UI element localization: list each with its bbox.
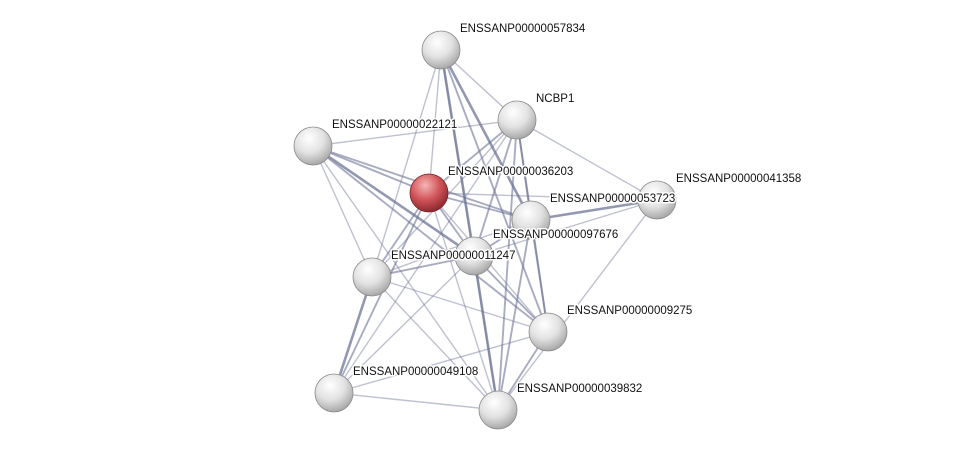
edge-n97676-n49108[interactable] xyxy=(333,255,475,394)
edge-n9275-n49108[interactable] xyxy=(333,331,549,394)
edge-n41358-n53723[interactable] xyxy=(530,198,658,222)
edge-ncbp1-n41358[interactable] xyxy=(516,119,658,201)
edge-n57834-n97676[interactable] xyxy=(439,49,476,257)
node-label: ENSSANP00000057834 xyxy=(460,23,586,35)
edge-n1247-n9275[interactable] xyxy=(371,276,549,333)
edge-n22121-n1247[interactable] xyxy=(312,145,373,278)
edge-n97676-n39832[interactable] xyxy=(472,255,500,411)
protein-node[interactable] xyxy=(478,390,518,430)
labels-layer: ENSSANP00000057834NCBP1ENSSANP0000002212… xyxy=(331,22,803,397)
edge-n41358-n97676[interactable] xyxy=(473,199,658,257)
edge-n49108-n39832[interactable] xyxy=(333,392,499,411)
node-label: ENSSANP00000049108 xyxy=(353,366,478,378)
node-label: ENSSANP00000036203 xyxy=(448,166,573,178)
node-label: ENSSANP00000011247 xyxy=(391,250,515,262)
edge-n22121-n9275[interactable] xyxy=(312,145,549,333)
edge-n41358-n39832[interactable] xyxy=(497,199,658,411)
edge-n36203-n39832[interactable] xyxy=(428,192,499,411)
edge-n57834-n36203[interactable] xyxy=(428,49,442,194)
edge-n57834-n1247[interactable] xyxy=(371,49,442,278)
protein-node[interactable] xyxy=(497,100,537,140)
protein-node[interactable] xyxy=(314,373,354,413)
protein-node[interactable] xyxy=(637,180,677,220)
edge-n1247-n49108[interactable] xyxy=(332,276,374,394)
edge-n57834-n53723[interactable] xyxy=(439,49,533,221)
node-label: ENSSANP00000022121 xyxy=(332,119,457,131)
edge-n36203-n41358[interactable] xyxy=(428,192,658,201)
edge-ncbp1-n97676[interactable] xyxy=(473,119,518,257)
edge-ncbp1-n22121[interactable] xyxy=(312,119,518,147)
nodes-layer xyxy=(293,30,677,430)
protein-node[interactable] xyxy=(421,30,461,70)
node-label: NCBP1 xyxy=(536,93,574,105)
query-protein-node[interactable] xyxy=(409,173,449,213)
protein-node[interactable] xyxy=(293,126,333,166)
edge-ncbp1-n49108[interactable] xyxy=(333,119,518,394)
protein-node[interactable] xyxy=(352,257,392,297)
protein-node[interactable] xyxy=(454,236,494,276)
edge-ncbp1-n39832[interactable] xyxy=(497,119,518,411)
node-label: ENSSANP00000097676 xyxy=(493,229,618,241)
node-label: ENSSANP00000041358 xyxy=(676,173,801,185)
protein-node[interactable] xyxy=(528,312,568,352)
edge-n1247-n39832[interactable] xyxy=(371,276,499,411)
node-label: ENSSANP00000009275 xyxy=(567,305,692,317)
edge-n22121-n36203[interactable] xyxy=(312,145,430,194)
edge-n22121-n97676[interactable] xyxy=(312,144,475,258)
edge-n22121-n39832[interactable] xyxy=(312,145,499,411)
edge-n53723-n39832[interactable] xyxy=(497,219,532,411)
edge-n53723-n1247[interactable] xyxy=(371,219,532,278)
protein-node[interactable] xyxy=(511,200,551,240)
node-label: ENSSANP00000053723 xyxy=(550,193,675,205)
node-label: ENSSANP00000039832 xyxy=(517,383,642,395)
